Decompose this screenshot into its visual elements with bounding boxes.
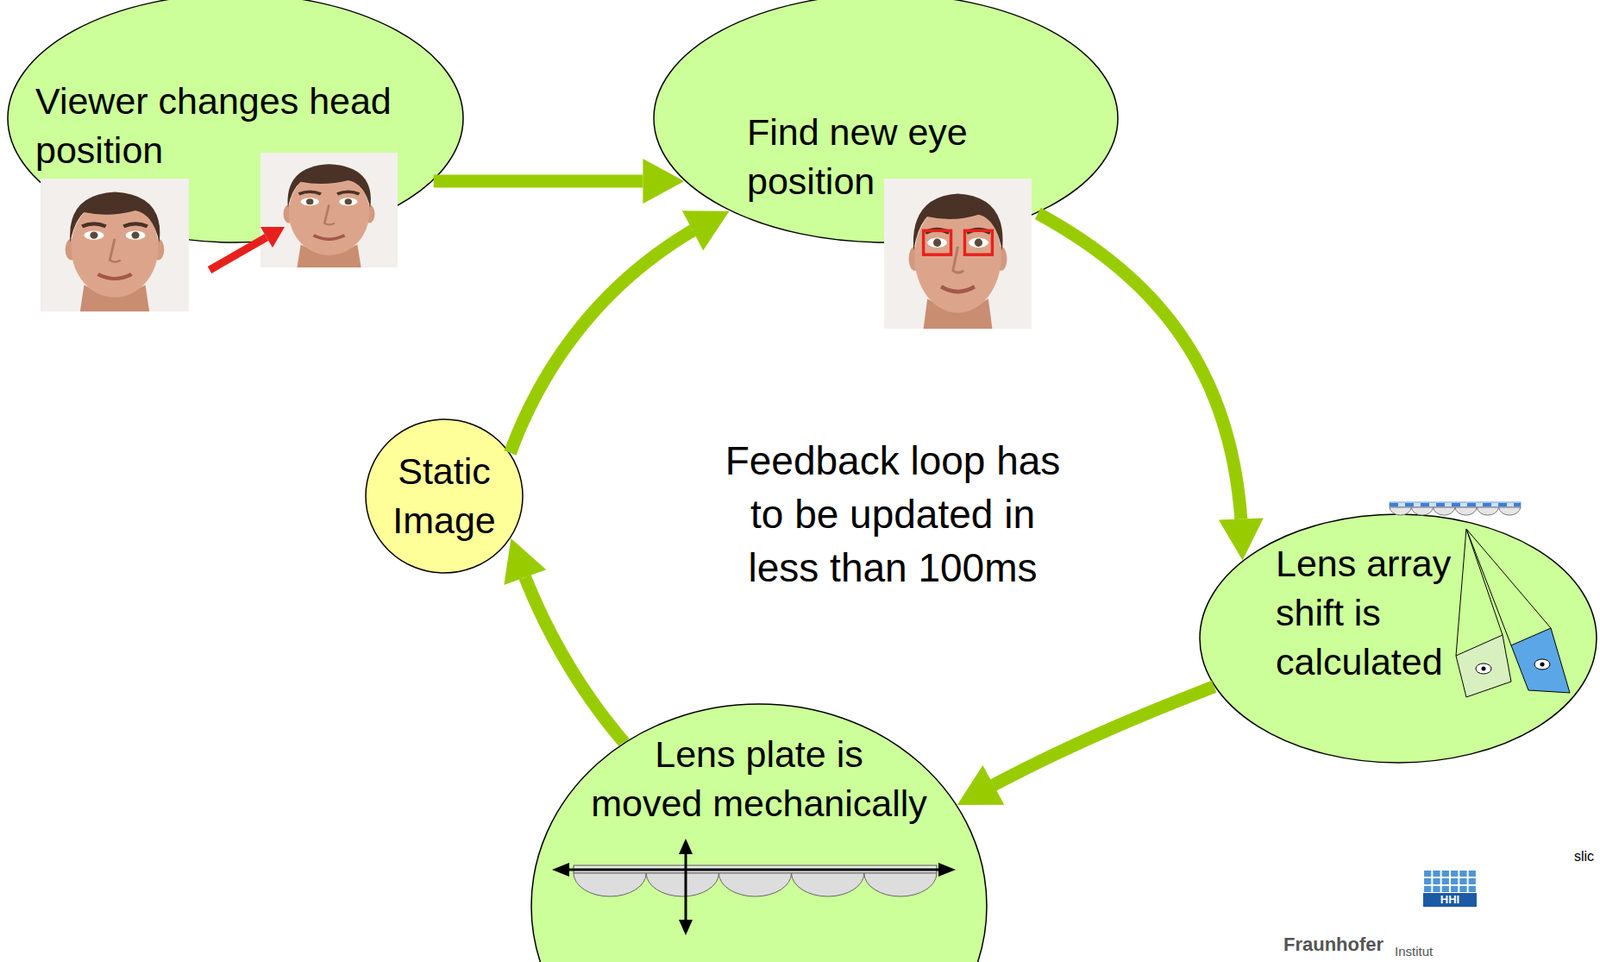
arrow-line: [510, 230, 694, 453]
wrap-spacer: [897, 729, 932, 731]
node-text: Find new eye position: [746, 107, 980, 207]
node-text: Lens array shift is calculated: [1275, 539, 1466, 687]
step-ellipse: Find new eye position: [652, 0, 1119, 244]
ellipse-fill: [7, 0, 464, 243]
node-text: Static Image: [371, 446, 517, 546]
ellipse-fill: [1199, 514, 1597, 763]
flow-arrow: [510, 210, 730, 453]
logo-text: HHI: [1423, 892, 1477, 907]
node-text: Lens plate is moved mechanically: [586, 729, 932, 829]
wrap-spacer: [586, 729, 622, 731]
arrow-line: [433, 175, 644, 189]
ellipse-fill: [365, 419, 523, 573]
arrow-head: [503, 538, 546, 585]
step-ellipse: Lens plate is moved mechanically: [530, 702, 988, 962]
node-text: Viewer changes head position: [35, 76, 415, 176]
flow-arrow: [1037, 213, 1263, 560]
loop-note: Feedback loop has to be updated in less …: [715, 433, 1070, 595]
ellipse-fill: [653, 0, 1118, 243]
ellipse-fill: [531, 703, 987, 962]
arrow-line: [1037, 213, 1242, 519]
arrow-head: [682, 210, 730, 251]
arrow-head: [957, 765, 1005, 805]
flow-arrow: [957, 686, 1215, 805]
step-ellipse: Viewer changes head position: [6, 0, 465, 244]
arrow-line: [993, 686, 1215, 785]
step-ellipse: Lens array shift is calculated: [1198, 513, 1598, 764]
arrow-line: [525, 577, 625, 742]
institute-logo: [1423, 869, 1477, 907]
ellipse-outline: [364, 418, 524, 574]
state-ellipse: Static Image: [364, 418, 524, 574]
flow-arrow: [503, 538, 624, 742]
flow-arrow: [433, 158, 685, 204]
